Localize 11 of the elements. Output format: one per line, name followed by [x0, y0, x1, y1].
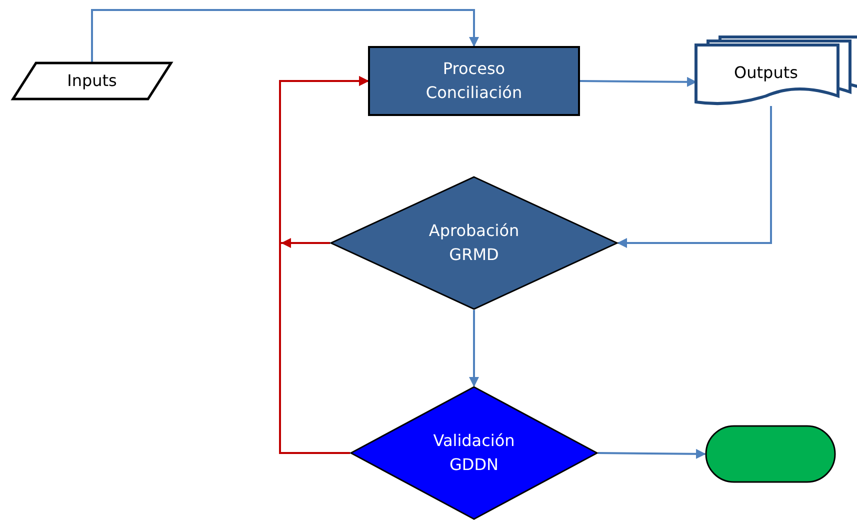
flow-arrow	[617, 106, 772, 248]
node-label: Inputs	[67, 70, 117, 92]
flow-arrow	[598, 448, 706, 459]
feedback-arrow	[279, 76, 369, 454]
flow-arrow	[91, 9, 479, 62]
flow-arrow	[580, 76, 697, 87]
node-label: Validación GDDN	[432, 430, 516, 476]
node-label: Proceso Conciliación	[424, 58, 524, 104]
node-label: Outputs	[734, 62, 798, 84]
flow-arrow	[469, 310, 479, 387]
node-label: Aprobación GRMD	[428, 220, 520, 266]
